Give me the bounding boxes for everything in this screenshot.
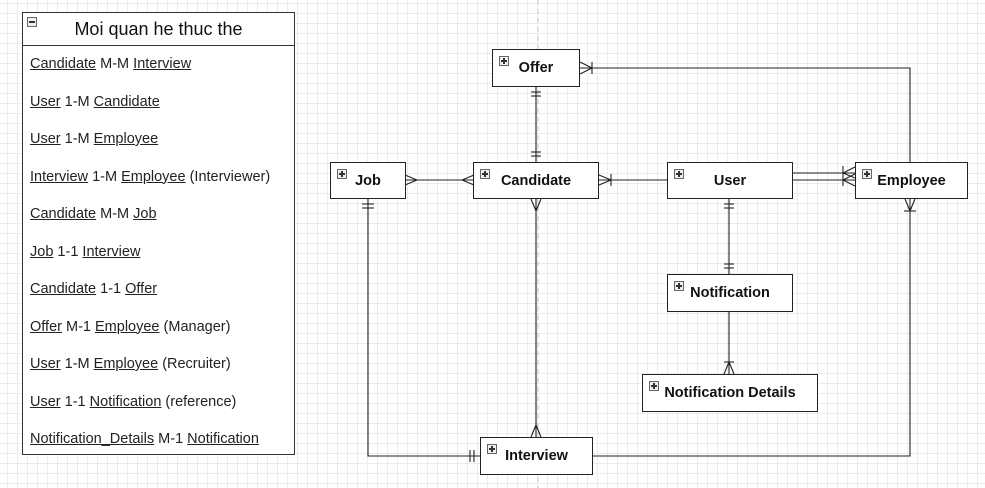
relation-cardinality: 1-M <box>64 93 90 110</box>
entity-job[interactable]: Job <box>330 162 406 199</box>
relation-left-entity: Interview <box>30 168 89 185</box>
relation-right-entity: Employee <box>93 131 159 147</box>
relation-left-entity: Notification_Details <box>30 431 155 447</box>
relation-right-entity: Employee <box>121 168 186 185</box>
relation-note: (reference) <box>165 393 237 410</box>
entity-offer[interactable]: Offer <box>492 49 580 87</box>
expand-icon[interactable] <box>337 169 347 179</box>
relation-left-entity: Candidate <box>30 281 97 297</box>
entity-notification[interactable]: Notification <box>667 274 793 312</box>
relation-note: (Recruiter) <box>162 356 231 372</box>
expand-icon[interactable] <box>674 281 684 291</box>
relation-right-entity: Employee <box>93 356 159 372</box>
relation-cardinality: M-M <box>100 56 130 72</box>
relation-left-entity: User <box>30 356 61 372</box>
entity-label: Interview <box>505 448 568 464</box>
relation-right-entity: Interview <box>82 243 141 260</box>
relation-cardinality: M-1 <box>66 318 91 335</box>
expand-icon[interactable] <box>674 169 684 179</box>
relationship-item: User 1-M Employee (Recruiter) <box>30 346 294 384</box>
relation-right-entity: Offer <box>125 281 158 297</box>
relationship-item: Job 1-1 Interview <box>30 234 294 272</box>
entity-label: Candidate <box>500 172 572 189</box>
relation-right-entity: Notification <box>89 393 162 410</box>
link-offer-candidate <box>531 86 541 162</box>
relation-left-entity: User <box>30 393 61 410</box>
link-user-candidate <box>598 174 667 186</box>
entity-candidate[interactable]: Candidate <box>473 162 599 199</box>
relation-left-entity: Candidate <box>30 206 97 222</box>
relationship-item: Notification_Details M-1 Notification <box>30 421 294 459</box>
relation-right-entity: Interview <box>133 56 192 72</box>
relation-left-entity: User <box>30 131 61 147</box>
entity-employee[interactable]: Employee <box>855 162 968 199</box>
entity-label: Offer <box>518 60 554 76</box>
link-job-candidate <box>404 174 475 186</box>
expand-icon[interactable] <box>480 169 490 179</box>
relationship-item: Interview 1-M Employee (Interviewer) <box>30 159 294 197</box>
relationship-list: Candidate M-M Interview User 1-M Candida… <box>23 46 294 459</box>
entity-label: User <box>713 172 747 189</box>
relation-left-entity: Job <box>30 243 54 260</box>
relationship-item: User 1-M Employee <box>30 121 294 159</box>
relation-note: (Manager) <box>163 318 231 335</box>
expand-icon[interactable] <box>487 444 497 454</box>
entity-label: Employee <box>877 172 946 189</box>
relation-cardinality: M-1 <box>158 431 184 447</box>
relation-cardinality: 1-1 <box>100 281 122 297</box>
relationships-panel: Moi quan he thuc the Candidate M-M Inter… <box>22 12 295 455</box>
link-user-notification <box>724 199 734 274</box>
link-notification-details <box>723 312 735 375</box>
entity-notification-details[interactable]: Notification Details <box>642 374 818 412</box>
relation-cardinality: 1-M <box>64 356 90 372</box>
relationship-item: Candidate M-M Job <box>30 196 294 234</box>
collapse-icon[interactable] <box>27 17 37 27</box>
link-job-interview <box>362 199 480 462</box>
relationship-item: Offer M-1 Employee (Manager) <box>30 309 294 347</box>
panel-title: Moi quan he thuc the <box>74 18 243 39</box>
relation-right-entity: Candidate <box>93 93 160 110</box>
relationship-item: User 1-M Candidate <box>30 84 294 122</box>
relation-cardinality: 1-1 <box>64 393 86 410</box>
relation-cardinality: 1-1 <box>57 243 79 260</box>
entity-label: Notification Details <box>664 385 796 401</box>
relationship-item: Candidate M-M Interview <box>30 46 294 84</box>
link-candidate-interview <box>530 198 542 438</box>
relation-left-entity: User <box>30 93 61 110</box>
relationship-item: User 1-1 Notification (reference) <box>30 384 294 422</box>
entity-user[interactable]: User <box>667 162 793 199</box>
relation-left-entity: Offer <box>30 318 62 335</box>
entity-label: Notification <box>690 285 770 301</box>
relation-right-entity: Employee <box>95 318 160 335</box>
relation-right-entity: Job <box>133 206 157 222</box>
link-user-employee <box>792 166 856 187</box>
relation-right-entity: Notification <box>187 431 259 447</box>
expand-icon[interactable] <box>649 381 659 391</box>
relation-cardinality: 1-M <box>92 168 118 185</box>
panel-header: Moi quan he thuc the <box>23 13 294 46</box>
relation-cardinality: M-M <box>100 206 130 222</box>
relation-cardinality: 1-M <box>64 131 90 147</box>
entity-interview[interactable]: Interview <box>480 437 593 475</box>
entity-label: Job <box>355 172 381 189</box>
relation-left-entity: Candidate <box>30 56 97 72</box>
relationship-item: Candidate 1-1 Offer <box>30 271 294 309</box>
relation-note: (Interviewer) <box>189 168 271 185</box>
expand-icon[interactable] <box>499 56 509 66</box>
link-interview-employee <box>593 198 916 457</box>
expand-icon[interactable] <box>862 169 872 179</box>
link-offer-employee <box>579 61 911 162</box>
